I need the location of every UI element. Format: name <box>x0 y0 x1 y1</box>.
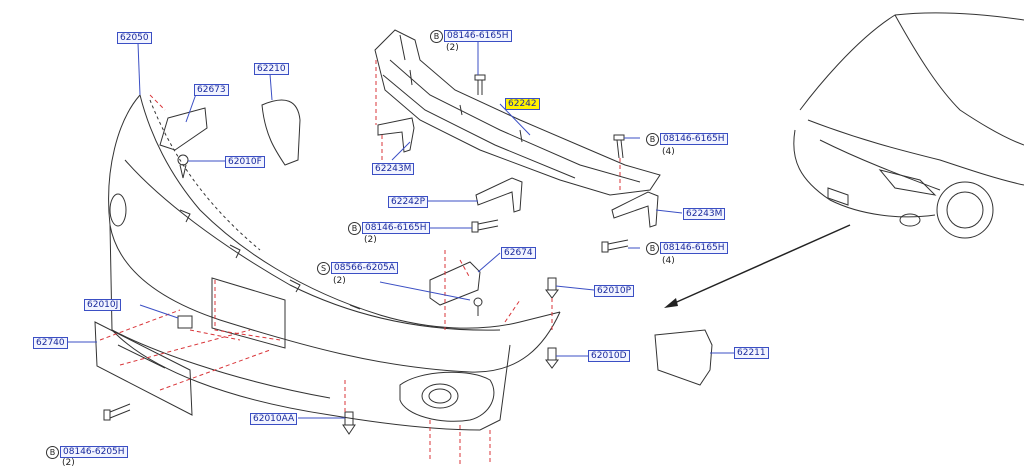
qty-bolt-right-upper: (4) <box>662 147 675 157</box>
vehicle-sketch <box>793 12 1024 239</box>
clip-icons <box>177 277 559 435</box>
callout-62050[interactable]: 62050 <box>117 32 152 44</box>
bolt-icons <box>103 74 629 421</box>
b-marker: B <box>646 242 659 255</box>
direction-arrow <box>664 224 851 308</box>
s-marker: S <box>317 262 330 275</box>
b-marker: B <box>46 446 59 459</box>
qty-screw-s: (2) <box>333 276 346 286</box>
clip-62010F <box>177 154 189 179</box>
qty-bolt-bottom: (2) <box>62 458 75 468</box>
callout-62010D[interactable]: 62010D <box>588 350 630 362</box>
callout-62010AA[interactable]: 62010AA <box>250 413 298 425</box>
callout-62674[interactable]: 62674 <box>501 247 536 259</box>
qty-bolt-right-lower: (4) <box>662 256 675 266</box>
bracket-62674 <box>429 261 481 306</box>
bracket-62243M-left <box>377 117 415 153</box>
bracket-62243M-right <box>611 191 659 228</box>
callout-bolt-bottom[interactable]: 08146-6205H <box>60 446 128 458</box>
b-marker: B <box>646 133 659 146</box>
callout-screw-s[interactable]: 08566-6205A <box>331 262 398 274</box>
dashed-guides <box>99 60 621 465</box>
callout-62242[interactable]: 62242 <box>505 98 540 110</box>
reinforcement-62242 <box>374 29 661 196</box>
callout-62210[interactable]: 62210 <box>254 63 289 75</box>
b-marker: B <box>430 30 443 43</box>
callout-bolt-right-lower[interactable]: 08146-6165H <box>660 242 728 254</box>
callout-62740[interactable]: 62740 <box>33 337 68 349</box>
callout-62211[interactable]: 62211 <box>734 347 769 359</box>
callout-62010P[interactable]: 62010P <box>594 285 635 297</box>
callout-62673[interactable]: 62673 <box>194 84 229 96</box>
side-piece-62210 <box>261 99 301 166</box>
b-marker: B <box>348 222 361 235</box>
bracket-62673 <box>159 107 208 151</box>
callout-62242P[interactable]: 62242P <box>388 196 429 208</box>
callout-62243M-top[interactable]: 62243M <box>372 163 415 175</box>
callout-62243M-right[interactable]: 62243M <box>683 208 726 220</box>
callout-bolt-right-upper[interactable]: 08146-6165H <box>660 133 728 145</box>
callout-bolt-top[interactable]: 08146-6165H <box>444 30 512 42</box>
callout-bolt-mid-left[interactable]: 08146-6165H <box>362 222 430 234</box>
callout-62010F[interactable]: 62010F <box>225 156 265 168</box>
qty-bolt-top: (2) <box>446 43 459 53</box>
license-bracket-62740 <box>94 321 193 416</box>
end-cap-62211 <box>654 329 713 386</box>
qty-bolt-mid-left: (2) <box>364 235 377 245</box>
callout-leaders <box>66 40 734 419</box>
callout-62010J[interactable]: 62010J <box>84 299 122 311</box>
bracket-62242P <box>475 177 523 213</box>
front-bumper-fascia <box>108 94 561 431</box>
